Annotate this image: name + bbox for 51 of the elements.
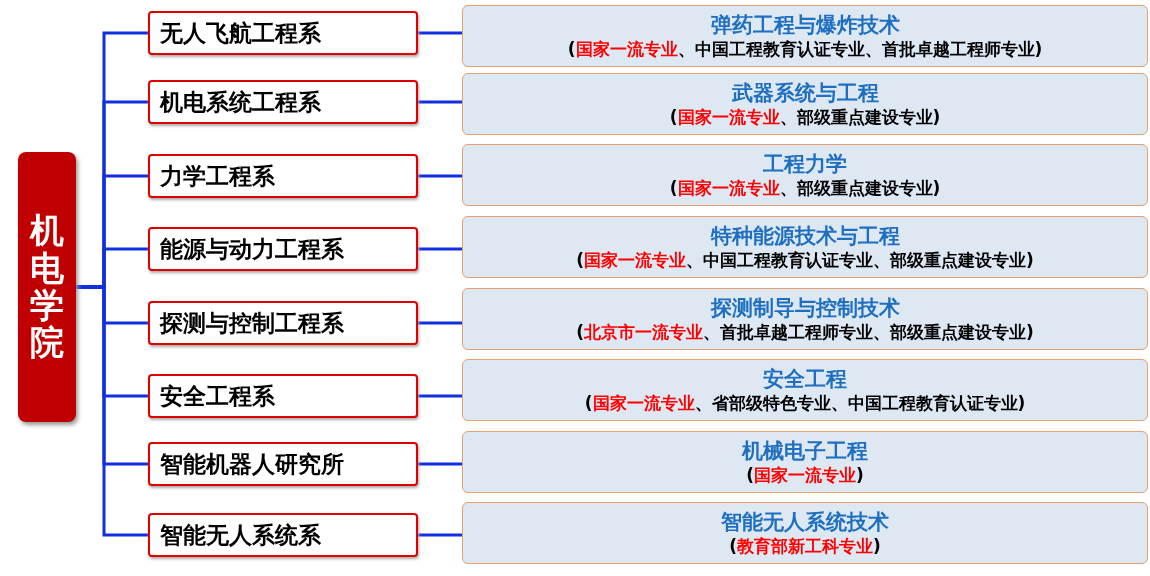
college-name: 机电学院 xyxy=(30,212,64,362)
major-note: (北京市一流专业、首批卓越工程师专业、部级重点建设专业) xyxy=(576,321,1034,344)
department-box xyxy=(148,301,418,345)
department-box xyxy=(148,513,418,557)
major-note: (国家一流专业、中国工程教育认证专业、部级重点建设专业) xyxy=(576,249,1034,272)
major-title: 特种能源技术与工程 xyxy=(710,222,900,250)
major-note: (国家一流专业、省部级特色专业、中国工程教育认证专业) xyxy=(584,392,1026,415)
department-box xyxy=(148,154,418,198)
connector-line xyxy=(418,100,462,104)
department-box xyxy=(148,374,418,418)
major-box xyxy=(462,144,1148,206)
major-box xyxy=(462,431,1148,493)
major-note: (国家一流专业、部级重点建设专业) xyxy=(669,177,941,200)
department-name: 安全工程系 xyxy=(160,381,275,411)
major-note: (国家一流专业、中国工程教育认证专业、首批卓越工程师专业) xyxy=(567,38,1043,61)
department-box xyxy=(148,80,418,124)
major-box xyxy=(462,502,1148,564)
department-name: 智能无人系统系 xyxy=(160,520,321,550)
major-box xyxy=(462,73,1148,135)
college-box xyxy=(18,152,76,422)
department-name: 机电系统工程系 xyxy=(160,87,321,117)
major-box xyxy=(462,5,1148,67)
department-name: 力学工程系 xyxy=(160,161,275,191)
major-note: (教育部新工科专业) xyxy=(729,535,881,558)
department-box xyxy=(148,11,418,55)
major-title: 安全工程 xyxy=(763,365,847,393)
connector-line xyxy=(418,247,462,251)
major-note: (国家一流专业) xyxy=(746,464,864,487)
connector-line xyxy=(418,394,462,398)
department-name: 探测与控制工程系 xyxy=(160,308,344,338)
connector-line xyxy=(418,31,462,35)
department-name: 智能机器人研究所 xyxy=(160,449,344,479)
major-note: (国家一流专业、部级重点建设专业) xyxy=(669,106,941,129)
connector-line xyxy=(418,533,462,537)
major-title: 探测制导与控制技术 xyxy=(710,294,900,322)
connector-line xyxy=(418,321,462,325)
connector-line xyxy=(418,174,462,178)
major-box xyxy=(462,359,1148,421)
department-box xyxy=(148,227,418,271)
department-name: 无人飞航工程系 xyxy=(160,18,321,48)
major-title: 工程力学 xyxy=(763,150,847,178)
major-title: 武器系统与工程 xyxy=(731,79,879,107)
connector-line xyxy=(418,462,462,466)
major-title: 机械电子工程 xyxy=(742,437,868,465)
major-title: 弹药工程与爆炸技术 xyxy=(710,11,900,39)
connector-line xyxy=(76,285,148,537)
major-box xyxy=(462,288,1148,350)
department-name: 能源与动力工程系 xyxy=(160,234,344,264)
major-box xyxy=(462,216,1148,278)
major-title: 智能无人系统技术 xyxy=(721,508,889,536)
department-box xyxy=(148,442,418,486)
